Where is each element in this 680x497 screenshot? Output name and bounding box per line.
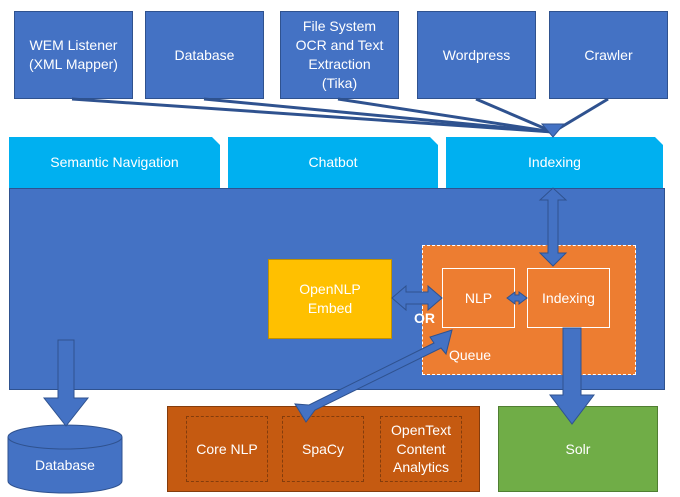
queue-label: Queue [449, 347, 492, 363]
database-cylinder-body [7, 437, 123, 494]
line-filesystem-to-indexing [337, 97, 554, 134]
arrow-nlp-to-indexing [506, 291, 528, 305]
arrow-indexing-tab-to-queue [538, 187, 568, 267]
arrow-opennlp-to-nlp [391, 284, 443, 312]
source-wordpress: Wordpress [417, 11, 536, 99]
source-wem-listener: WEM Listener (XML Mapper) [14, 11, 133, 99]
solr-box: Solr [498, 406, 658, 492]
indexing-box: Indexing [527, 268, 610, 328]
core-nlp-box: Core NLP [186, 416, 268, 482]
database-storage: Database [35, 456, 95, 473]
nlp-box: NLP [442, 268, 515, 328]
arrow-platform-to-database [42, 339, 90, 427]
tab-chatbot-shape [228, 137, 438, 188]
arrow-nlp-to-spacy [294, 329, 453, 423]
source-file-system: File System OCR and Text Extraction (Tik… [280, 11, 399, 99]
arrowhead-into-indexing [540, 123, 566, 138]
spacy-box: SpaCy [282, 416, 364, 482]
tab-semantic-navigation: Semantic Navigation [50, 154, 179, 171]
tab-indexing-shape [446, 137, 663, 188]
line-wordpress-to-indexing [475, 97, 554, 134]
tab-chatbot: Chatbot [308, 154, 358, 171]
opennlp-embed-box: OpenNLP Embed [268, 259, 392, 339]
line-database-to-indexing [203, 97, 554, 134]
line-wem-to-indexing [71, 97, 554, 134]
opentext-box: OpenText Content Analytics [380, 416, 462, 482]
or-label: OR [414, 310, 435, 326]
tab-semantic-navigation-shape [9, 137, 220, 188]
source-crawler: Crawler [549, 11, 668, 99]
tab-indexing: Indexing [528, 154, 581, 171]
arrow-indexing-to-solr [548, 327, 596, 425]
source-database: Database [145, 11, 264, 99]
